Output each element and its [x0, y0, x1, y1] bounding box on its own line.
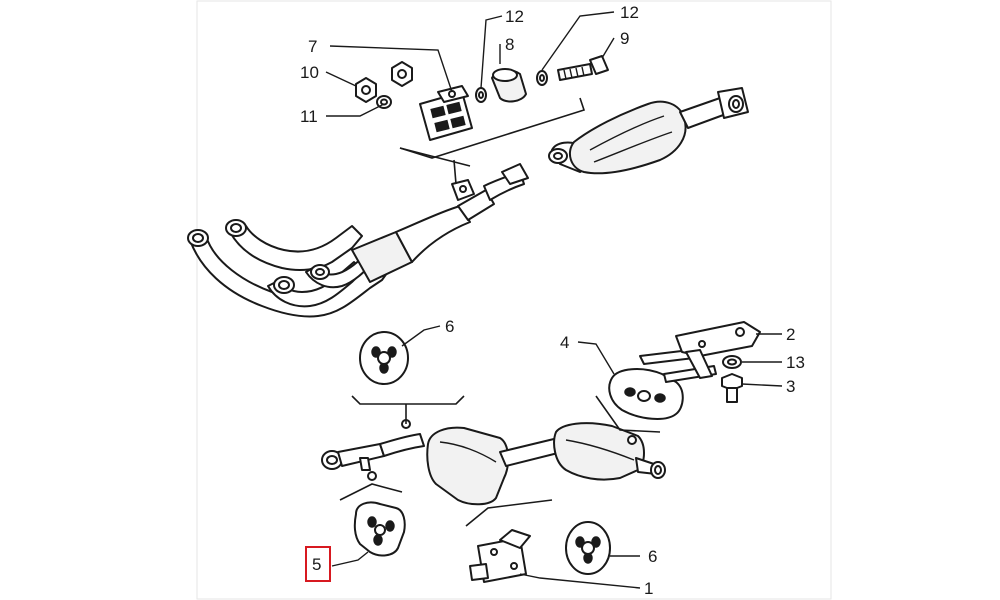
callout-2: 2 [786, 325, 795, 344]
callout-8: 8 [505, 35, 514, 54]
callout-10: 10 [300, 63, 319, 82]
bracket-lower-top [351, 395, 465, 405]
callout-4: 4 [560, 333, 569, 352]
highlight-box-part-5 [305, 546, 331, 582]
callout-3: 3 [786, 377, 795, 396]
nuts-washers [355, 61, 413, 109]
callout-5: 5 [312, 555, 321, 574]
callout-7: 7 [308, 37, 317, 56]
mount-bracket-upper [639, 321, 761, 383]
bracket-upper-drop [453, 159, 457, 185]
lower-assembly [321, 321, 761, 583]
rear-exhaust-system [321, 419, 666, 506]
heat-shield-bracket [419, 85, 473, 141]
callout-12-right: 12 [620, 3, 639, 22]
mount-bracket-lower [469, 529, 531, 583]
washers-spacer-bolt [475, 55, 609, 103]
rubber-mount-upper [359, 331, 409, 385]
callout-6-upper: 6 [445, 317, 454, 336]
callout-9: 9 [620, 29, 629, 48]
callout-12-left: 12 [505, 7, 524, 26]
bracket-upper-link [399, 147, 471, 167]
front-pipe-manifold [187, 163, 529, 318]
callout-6-lower: 6 [648, 547, 657, 566]
bracket-lower-right [595, 395, 661, 433]
bracket-upper-group [399, 97, 586, 159]
bracket-lower-left [339, 483, 403, 501]
callout-labels: 7 10 11 12 8 12 9 6 4 2 13 3 6 1 5 [300, 3, 805, 598]
washer-bolt-lower [721, 355, 743, 403]
rubber-mount-lower [353, 501, 406, 557]
rubber-mount-rectangular [608, 368, 684, 420]
bracket-lower-mid [465, 499, 553, 527]
callout-1: 1 [644, 579, 653, 598]
callout-11: 11 [300, 107, 318, 126]
upper-assembly [187, 55, 749, 318]
callout-13: 13 [786, 353, 805, 372]
leader-lines [325, 11, 783, 589]
page-frame [196, 0, 832, 600]
catalytic-converter [548, 87, 749, 175]
rubber-mount-lower-right [565, 521, 611, 575]
